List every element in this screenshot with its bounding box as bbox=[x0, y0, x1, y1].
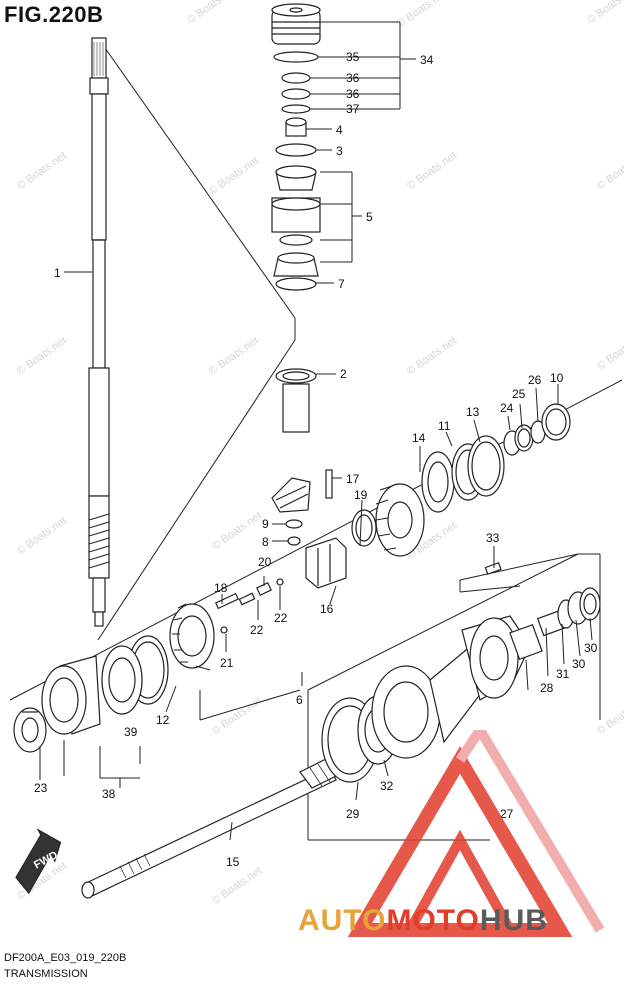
watermark: © Boats.net bbox=[185, 0, 239, 26]
small-parts bbox=[238, 469, 333, 606]
pinion-gear bbox=[271, 477, 311, 513]
callout-17: 17 bbox=[346, 472, 360, 486]
callout-numbers: 1 2 3 4 6 5 7 8 9 10 11 12 13 14 15 16 1… bbox=[34, 50, 598, 869]
bearing-set-left bbox=[13, 635, 169, 753]
figure-title: FIG.220B bbox=[4, 2, 104, 27]
sleeve bbox=[275, 368, 317, 433]
housing-assembly bbox=[321, 562, 601, 783]
logo-word-part2: MOTO bbox=[386, 904, 480, 937]
bearing-stack bbox=[271, 3, 321, 291]
clutch-dog bbox=[305, 537, 347, 589]
bevel-gear bbox=[375, 451, 455, 557]
callout-15: 15 bbox=[226, 855, 240, 869]
callout-26: 26 bbox=[528, 373, 542, 387]
section-name: TRANSMISSION bbox=[4, 968, 88, 980]
bearing-ring-19 bbox=[351, 509, 377, 547]
callout-7: 7 bbox=[338, 277, 345, 291]
callout-2: 2 bbox=[340, 367, 347, 381]
drive-shaft bbox=[88, 37, 110, 627]
callout-39: 39 bbox=[124, 725, 138, 739]
watermark: © Boats.net bbox=[210, 695, 264, 738]
watermark: © Boats.net bbox=[15, 515, 69, 558]
callout-21: 21 bbox=[220, 656, 234, 670]
callout-23: 23 bbox=[34, 781, 48, 795]
callout-37: 37 bbox=[346, 102, 360, 116]
callout-13: 13 bbox=[466, 405, 480, 419]
callout-3: 3 bbox=[336, 144, 343, 158]
callout-12: 12 bbox=[156, 713, 170, 727]
callout-14: 14 bbox=[412, 431, 426, 445]
logo-word-part3: HUB bbox=[479, 904, 548, 937]
callout-10: 10 bbox=[550, 371, 564, 385]
drawing-code: DF200A_E03_019_220B bbox=[4, 952, 127, 964]
callout-28: 28 bbox=[540, 681, 554, 695]
watermark: © Boats.net bbox=[395, 0, 449, 30]
callout-22b: 22 bbox=[274, 611, 288, 625]
watermark: © Boats.net bbox=[405, 150, 459, 193]
bearing-set-right bbox=[503, 403, 571, 456]
callout-6: 6 bbox=[296, 693, 303, 707]
watermark: © Boats.net bbox=[15, 335, 69, 378]
callout-9: 9 bbox=[262, 517, 269, 531]
leader-lines bbox=[39, 21, 593, 841]
automotohub-logo bbox=[347, 730, 605, 937]
callout-1: 1 bbox=[54, 266, 61, 280]
watermark: © Boats.net bbox=[405, 335, 459, 378]
watermark: © Boats.net bbox=[207, 155, 261, 198]
callout-22a: 22 bbox=[250, 623, 264, 637]
callout-35: 35 bbox=[346, 50, 360, 64]
watermark: © Boats.net bbox=[595, 330, 624, 373]
watermark: © Boats.net bbox=[595, 150, 624, 193]
shims bbox=[451, 435, 505, 501]
callout-18: 18 bbox=[214, 581, 228, 595]
callout-20: 20 bbox=[258, 555, 272, 569]
callout-30b: 30 bbox=[572, 657, 586, 671]
watermark: © Boats.net bbox=[210, 510, 264, 553]
watermark: © Boats.net bbox=[207, 335, 261, 378]
callout-16: 16 bbox=[320, 602, 334, 616]
callout-24: 24 bbox=[500, 401, 514, 415]
callout-29: 29 bbox=[346, 807, 360, 821]
callout-36b: 36 bbox=[346, 87, 360, 101]
callout-31: 31 bbox=[556, 667, 570, 681]
callout-33: 33 bbox=[486, 531, 500, 545]
watermark: © Boats.net bbox=[15, 150, 69, 193]
callout-5: 5 bbox=[366, 210, 373, 224]
callout-27: 27 bbox=[500, 807, 514, 821]
callout-19: 19 bbox=[354, 488, 368, 502]
logo-word-part1: AUTO bbox=[298, 904, 387, 937]
logo-wordmark: AUTOMOTOHUB bbox=[298, 904, 548, 938]
callout-30a: 30 bbox=[584, 641, 598, 655]
callout-34: 34 bbox=[420, 53, 434, 67]
callout-25: 25 bbox=[512, 387, 526, 401]
callout-11: 11 bbox=[438, 419, 451, 433]
callout-4: 4 bbox=[336, 123, 343, 137]
reverse-gear bbox=[169, 592, 240, 669]
callout-32: 32 bbox=[380, 779, 394, 793]
callout-38: 38 bbox=[102, 787, 116, 801]
callout-8: 8 bbox=[262, 535, 269, 549]
callout-36a: 36 bbox=[346, 71, 360, 85]
watermark: © Boats.net bbox=[585, 0, 624, 26]
watermark: © Boats.net bbox=[210, 865, 264, 908]
